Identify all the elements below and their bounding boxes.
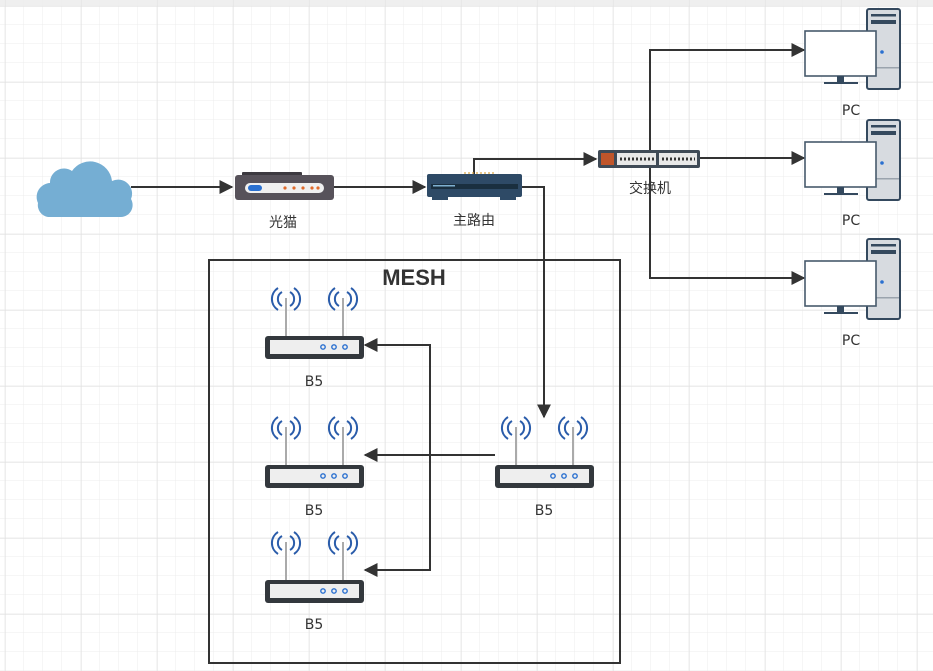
- pc-label: PC: [842, 333, 860, 349]
- mesh-node-label: B5: [305, 374, 324, 390]
- main-router-label: 主路由: [453, 213, 495, 229]
- cloud-icon[interactable]: [36, 161, 133, 217]
- pc-label: PC: [842, 213, 860, 229]
- edge-router-switch[interactable]: [473, 152, 598, 174]
- mesh-node-b5[interactable]: B5: [264, 287, 365, 390]
- switch-node[interactable]: 交换机: [598, 150, 700, 197]
- mesh-node-label: B5: [305, 617, 324, 633]
- pc-node[interactable]: PC: [804, 119, 901, 229]
- mesh-group-title: MESH: [382, 265, 446, 290]
- edge-mesh-b5-1[interactable]: [363, 338, 431, 455]
- mesh-node-b5[interactable]: B5: [494, 416, 595, 519]
- mesh-node-b5[interactable]: B5: [264, 416, 365, 519]
- mesh-node-b5[interactable]: B5: [264, 531, 365, 633]
- edge-mesh-b5-3[interactable]: [363, 455, 431, 577]
- pc-label: PC: [842, 103, 860, 119]
- pc-node[interactable]: PC: [804, 8, 901, 119]
- mesh-group-frame: [208, 259, 621, 664]
- edge-switch-pc1[interactable]: [649, 43, 806, 150]
- edge-router-mesh[interactable]: [522, 186, 551, 419]
- modem-node[interactable]: 光猫: [235, 172, 334, 231]
- mesh-node-label: B5: [535, 503, 554, 519]
- pc-node[interactable]: PC: [804, 238, 901, 349]
- modem-label: 光猫: [269, 215, 297, 231]
- switch-icon: [598, 150, 700, 168]
- modem-icon: [235, 172, 334, 200]
- mesh-group[interactable]: MESH: [208, 259, 621, 664]
- switch-label: 交换机: [629, 180, 671, 197]
- mesh-node-label: B5: [305, 503, 324, 519]
- edges: [131, 43, 806, 577]
- router-icon: [427, 172, 522, 200]
- edge-switch-pc3[interactable]: [649, 168, 806, 285]
- main-router-node[interactable]: 主路由: [427, 172, 522, 229]
